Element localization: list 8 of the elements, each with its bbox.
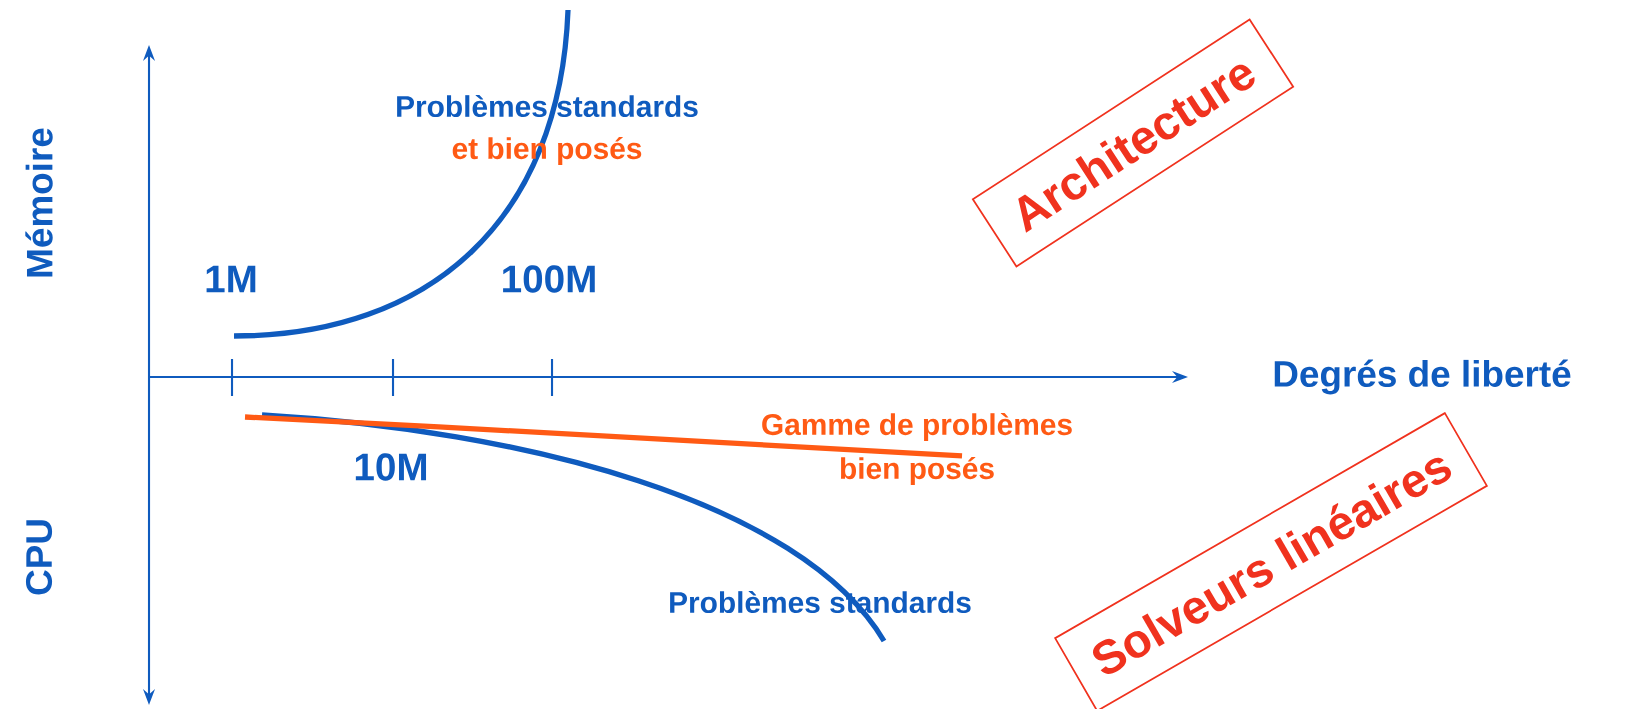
curve-label: Problèmes standards	[397, 94, 698, 118]
axis-label: Mémoire	[25, 128, 53, 277]
curve-label: bien posés	[840, 456, 994, 486]
scale-label: 1M	[206, 265, 256, 293]
axis-label: Degrés de liberté	[1274, 359, 1571, 395]
axis-label: CPU	[25, 520, 53, 595]
scale-label: 10M	[355, 453, 427, 481]
scale-label: 100M	[503, 265, 595, 293]
